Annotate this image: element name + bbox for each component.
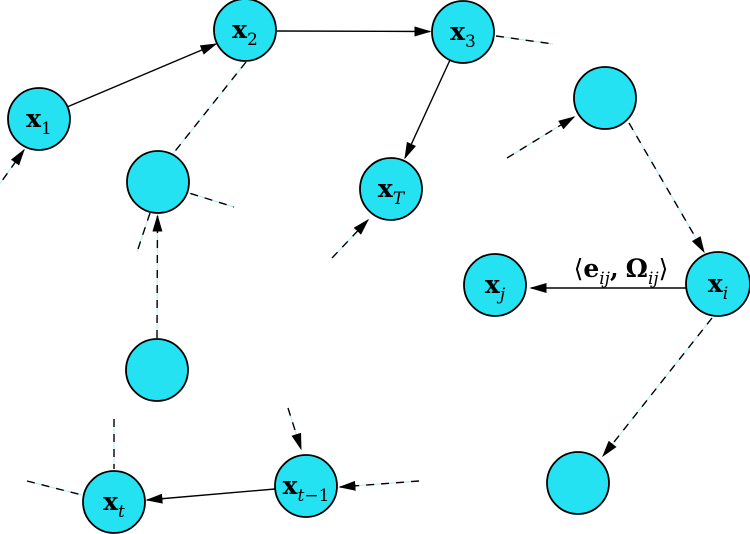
edge-x1-x2 (66, 43, 218, 108)
node-xt1 (274, 454, 338, 518)
label-segment: x (26, 104, 42, 133)
node-label-xt1: xt−1 (283, 471, 330, 506)
label-segment: x (283, 471, 299, 500)
label-segment: T (393, 189, 406, 209)
edge-in-h3 (506, 116, 576, 159)
label-segment: ⟩ (659, 254, 669, 283)
node-label-x1: x1 (26, 104, 52, 139)
label-segment: x (378, 174, 394, 203)
label-segment: x (450, 17, 466, 46)
node-xj (463, 253, 527, 317)
label-segment: −1 (304, 486, 329, 506)
node-label-xi: xi (708, 269, 728, 304)
node-x1 (7, 87, 71, 151)
edge-h2-h1 (152, 214, 163, 339)
node-label-xt: xt (103, 487, 125, 522)
edge-x2-x3 (276, 26, 432, 37)
edge-in-xt1-b (338, 480, 420, 491)
edge-h1-out-sw (136, 212, 151, 253)
node-x2 (213, 0, 277, 62)
label-segment: j (496, 285, 506, 305)
label-segment: ij (599, 269, 610, 289)
node-label-x2: x2 (232, 15, 258, 50)
edge-underlay-xi-h4 (602, 317, 713, 457)
edge-x3-xT (404, 59, 451, 160)
label-segment: Ω (626, 254, 648, 283)
node-xi (685, 251, 750, 317)
label-segment: e (583, 254, 599, 283)
label-segment: 3 (465, 32, 476, 52)
node-label-x3: x3 (450, 17, 476, 52)
node-x3 (431, 0, 495, 64)
label-segment: ⟨ (574, 254, 584, 283)
edge-in-xt1-a (287, 407, 302, 451)
edge-label-eij-omegaij: ⟨eij,Ωij⟩ (574, 254, 669, 289)
edge-x2-h1 (171, 61, 247, 156)
label-segment: x (485, 270, 501, 299)
edge-xt1-xt (145, 488, 276, 504)
label-segment: i (723, 284, 728, 304)
label-segment: , (610, 254, 619, 283)
edge-underlay-in-x1 (0, 149, 25, 185)
node-h4 (546, 451, 610, 515)
label-segment: 1 (41, 119, 52, 139)
edge-in-x1 (0, 148, 25, 185)
edge-h1-out-se (175, 188, 235, 208)
edge-h3-xi (628, 122, 705, 254)
label-segment: t (118, 502, 125, 522)
label-segment: x (708, 269, 724, 298)
node-label-xT: xT (378, 174, 406, 209)
label-segment: 2 (247, 30, 258, 50)
node-h1 (126, 150, 190, 214)
edge-x3-out (495, 35, 554, 45)
edge-xt-out-l (26, 480, 83, 496)
node-xT (359, 157, 423, 221)
label-segment: x (103, 487, 119, 516)
label-segment: x (232, 15, 248, 44)
label-segment: ij (648, 269, 659, 289)
node-h3 (573, 66, 637, 130)
node-xt (82, 470, 146, 534)
node-h2 (125, 338, 189, 402)
node-label-xj: xj (485, 270, 506, 305)
label-segment: t (298, 486, 305, 506)
